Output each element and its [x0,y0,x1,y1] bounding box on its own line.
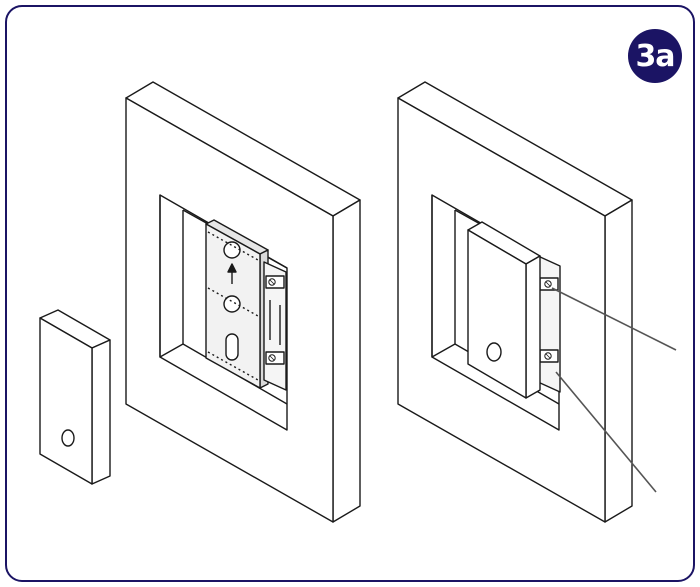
mounting-plate [205,219,269,389]
device-cover-left [39,309,111,485]
device-installed [467,221,541,399]
callout-lines [551,287,677,493]
step-badge: 3a [628,29,682,83]
